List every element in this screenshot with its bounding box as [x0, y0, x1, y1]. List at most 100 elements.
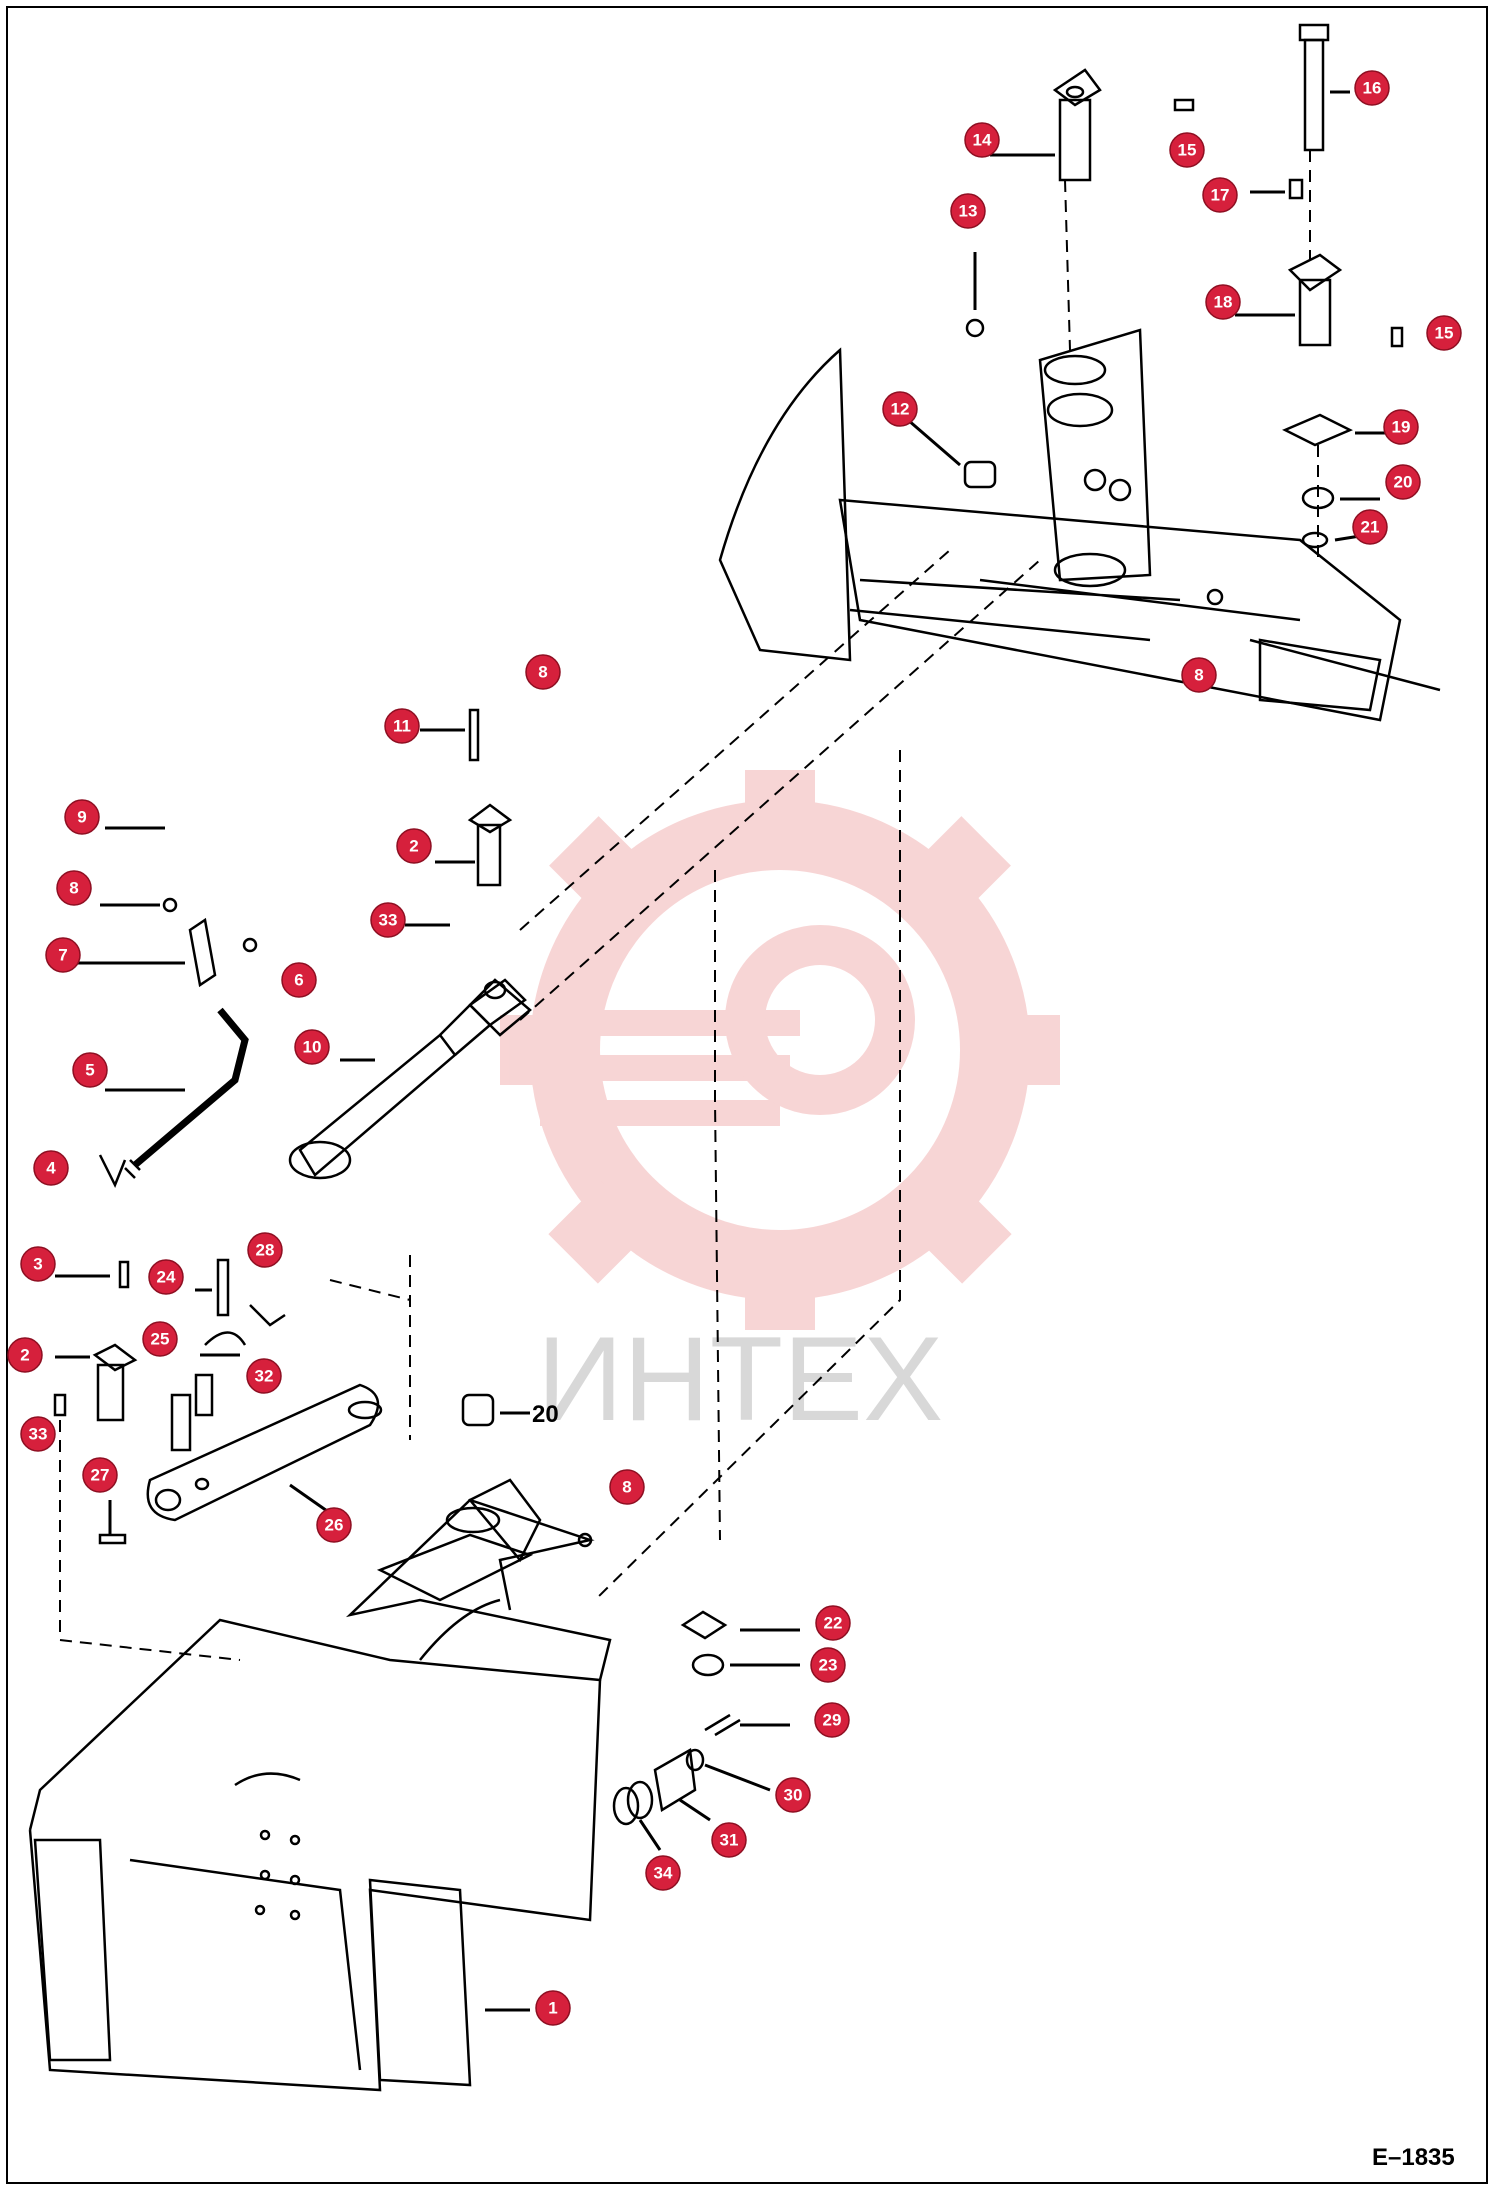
callout-number: 34	[654, 1864, 673, 1883]
callout-marker	[775, 1777, 811, 1813]
callout-marker	[815, 1605, 851, 1641]
callout-23: 23	[810, 1647, 846, 1683]
callout-number: 4	[46, 1159, 56, 1178]
callout-number: 14	[973, 131, 992, 150]
hose-5	[132, 1007, 249, 1168]
callout-2: 2	[7, 1337, 43, 1373]
callout-number: 16	[1363, 79, 1382, 98]
callout-9: 9	[64, 799, 100, 835]
callout-19: 19	[1383, 409, 1419, 445]
callout-7: 7	[45, 937, 81, 973]
callout-number: 24	[157, 1268, 176, 1287]
callout-5: 5	[72, 1052, 108, 1088]
callout-marker	[396, 828, 432, 864]
callout-15: 15	[1426, 315, 1462, 351]
printed-numbers: 20	[532, 1401, 559, 1428]
callout-25: 25	[142, 1321, 178, 1357]
callout-15: 15	[1169, 132, 1205, 168]
callout-number: 21	[1361, 518, 1380, 537]
callout-12: 12	[882, 391, 918, 427]
callout-marker	[1383, 409, 1419, 445]
callout-3: 3	[20, 1246, 56, 1282]
callout-number: 33	[379, 911, 398, 930]
callout-number: 22	[824, 1614, 843, 1633]
figure-reference: E–1835	[1372, 2144, 1455, 2171]
callout-31: 31	[711, 1822, 747, 1858]
callout-marker	[72, 1052, 108, 1088]
callout-number: 20	[1394, 473, 1413, 492]
callout-marker	[711, 1822, 747, 1858]
callout-marker	[246, 1358, 282, 1394]
callout-marker	[882, 391, 918, 427]
callout-33: 33	[20, 1416, 56, 1452]
callout-marker	[142, 1321, 178, 1357]
callout-29: 29	[814, 1702, 850, 1738]
upper-frame-rails	[849, 578, 1441, 692]
callout-8: 8	[1181, 657, 1217, 693]
callout-26: 26	[316, 1507, 352, 1543]
callout-marker	[1426, 315, 1462, 351]
callout-marker	[45, 937, 81, 973]
callout-number: 2	[20, 1346, 29, 1365]
callout-30: 30	[775, 1777, 811, 1813]
callout-number: 8	[69, 879, 78, 898]
callout-17: 17	[1202, 177, 1238, 213]
upper-frame-left	[718, 347, 852, 662]
callout-number: 1	[548, 1999, 557, 2018]
callout-number: 12	[891, 400, 910, 419]
callout-number: 17	[1211, 186, 1230, 205]
callout-number: 25	[151, 1330, 170, 1349]
callout-marker	[964, 122, 1000, 158]
callout-marker	[281, 962, 317, 998]
upper-frame-panel	[1258, 638, 1382, 712]
callout-number: 15	[1435, 324, 1454, 343]
callout-marker	[7, 1337, 43, 1373]
callout-number: 18	[1214, 293, 1233, 312]
callout-marker	[148, 1259, 184, 1295]
callout-marker	[1352, 509, 1388, 545]
callout-marker	[1169, 132, 1205, 168]
callout-marker	[525, 654, 561, 690]
callout-marker	[645, 1855, 681, 1891]
callout-18: 18	[1205, 284, 1241, 320]
callout-number: 29	[823, 1711, 842, 1730]
callout-number: 3	[33, 1255, 42, 1274]
assembly-guides	[59, 150, 1319, 1661]
callout-22: 22	[815, 1605, 851, 1641]
callout-marker	[370, 902, 406, 938]
callout-marker	[1354, 70, 1390, 106]
callout-marker	[294, 1029, 330, 1065]
callout-number: 26	[325, 1516, 344, 1535]
callout-16: 16	[1354, 70, 1390, 106]
pivot-post	[1038, 328, 1152, 582]
callout-marker	[810, 1647, 846, 1683]
callout-marker	[1181, 657, 1217, 693]
callout-number: 15	[1178, 141, 1197, 160]
callout-24: 24	[148, 1259, 184, 1295]
callout-number: 32	[255, 1367, 274, 1386]
bolt-16	[1303, 38, 1325, 152]
callout-28: 28	[247, 1232, 283, 1268]
plate-19	[1282, 413, 1353, 447]
figure-frame	[6, 6, 1488, 2184]
watermark-text: ИНТЕХ	[537, 1312, 943, 1446]
callout-number: 31	[720, 1831, 739, 1850]
callout-marker	[384, 708, 420, 744]
callout-marker	[535, 1990, 571, 2026]
callout-number: 9	[77, 808, 86, 827]
callout-27: 27	[82, 1457, 118, 1493]
callout-8: 8	[525, 654, 561, 690]
callout-number: 6	[294, 971, 303, 990]
callout-34: 34	[645, 1855, 681, 1891]
callout-20: 20	[1385, 464, 1421, 500]
callout-marker	[316, 1507, 352, 1543]
callout-number: 27	[91, 1466, 110, 1485]
callout-marker	[1385, 464, 1421, 500]
leader-lines	[55, 90, 1395, 2012]
callout-marker	[64, 799, 100, 835]
callout-marker	[33, 1150, 69, 1186]
callout-8: 8	[56, 870, 92, 906]
callout-11: 11	[384, 708, 420, 744]
pin-14	[1058, 98, 1092, 182]
washer-21	[1301, 531, 1329, 549]
